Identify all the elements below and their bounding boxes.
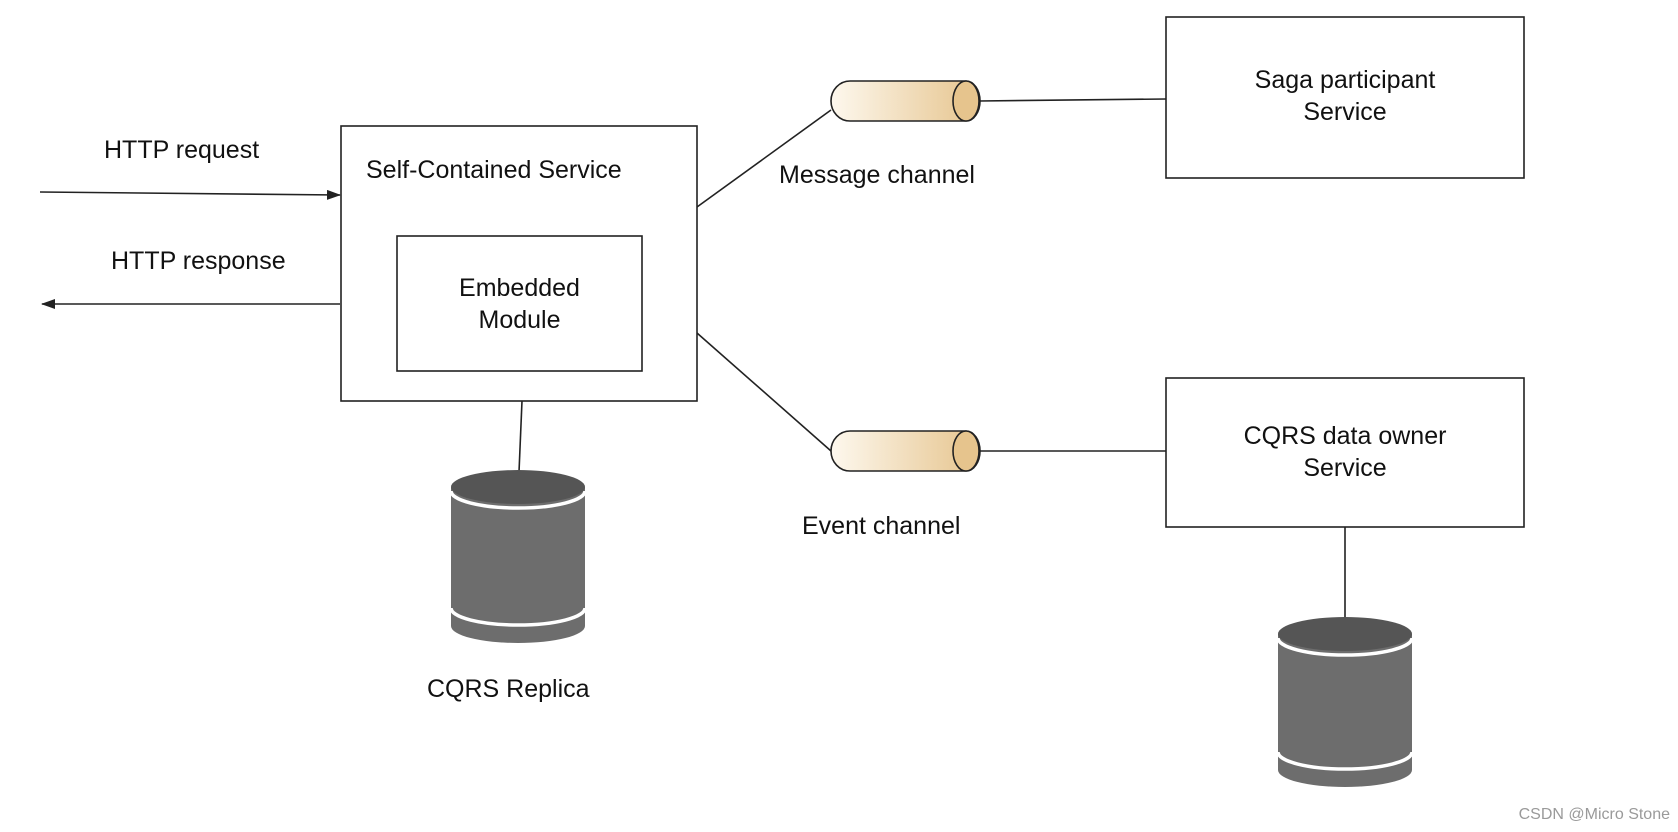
watermark: CSDN @Micro Stone — [1518, 806, 1670, 823]
event-channel-pipe — [830, 430, 981, 472]
embedded-module-line1: Embedded — [459, 273, 580, 302]
embedded-module-label: Embedded Module — [397, 236, 642, 371]
saga-line2: Service — [1303, 98, 1387, 126]
saga-participant-service-label: Saga participant Service — [1166, 17, 1524, 178]
event-channel-label: Event channel — [802, 512, 961, 540]
message-channel-to-saga-line — [978, 98, 1167, 102]
http-response-label: HTTP response — [111, 247, 286, 275]
cqrs-owner-line2: Service — [1303, 454, 1387, 482]
self-contained-service-label: Self-Contained Service — [366, 156, 622, 184]
service-to-replica-db-line — [518, 400, 523, 473]
cqrs-owner-database-icon — [1276, 617, 1414, 787]
cqrs-data-owner-service-box — [1165, 377, 1525, 528]
cqrs-data-owner-service-label: CQRS data owner Service — [1166, 378, 1524, 527]
message-channel-label: Message channel — [779, 161, 975, 189]
embedded-module-line2: Module — [478, 305, 561, 334]
http-request-label: HTTP request — [104, 136, 260, 164]
cqrs-replica-database-icon — [449, 470, 587, 643]
message-channel-pipe — [830, 80, 981, 122]
service-to-message-channel-line — [696, 109, 832, 208]
cqrs-replica-label: CQRS Replica — [427, 675, 590, 703]
embedded-module-box — [396, 235, 643, 372]
saga-participant-service-box — [1165, 16, 1525, 179]
http-request-arrow — [39, 189, 341, 200]
saga-line1: Saga participant — [1254, 66, 1436, 94]
cqrs-owner-line1: CQRS data owner — [1243, 422, 1447, 450]
service-to-event-channel-line — [696, 332, 832, 452]
